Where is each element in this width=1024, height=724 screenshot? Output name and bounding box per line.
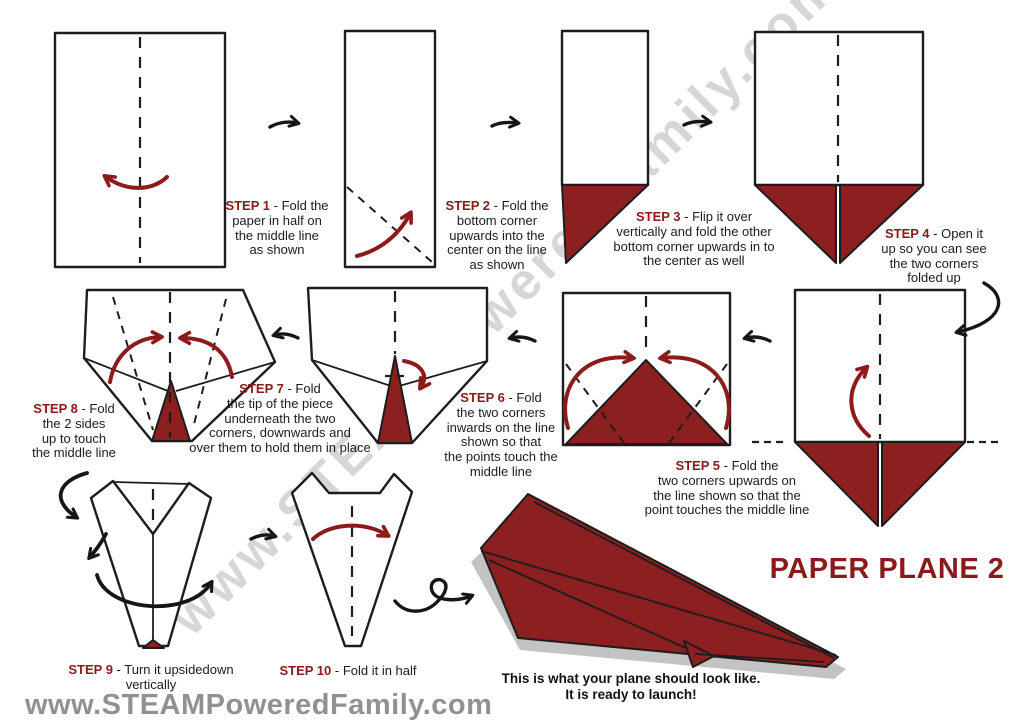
arrow-step3-to-step4 (682, 114, 713, 128)
step-10-label: STEP 10 (279, 663, 332, 678)
fig-step2-sheet (343, 29, 437, 269)
step-6-instruction: STEP 6 - Fold the two corners inwards on… (366, 390, 636, 480)
step-4-instruction: STEP 4 - Open it up so you can see the t… (799, 226, 1024, 286)
arrow-step7-flow (271, 326, 300, 340)
step-2-instruction: STEP 2 - Fold the bottom corner upwards … (362, 198, 632, 273)
step-7-text: - Fold the tip of the piece underneath t… (189, 381, 371, 456)
step-2-text: - Fold the bottom corner upwards into th… (447, 198, 549, 273)
step-2-label: STEP 2 (445, 198, 490, 213)
step-3-label: STEP 3 (635, 209, 681, 224)
final-plane-caption: This is what your plane should look like… (501, 671, 761, 702)
fig-step1-sheet (53, 31, 227, 269)
arrow-step2-to-step3 (490, 115, 521, 129)
step-5-label: STEP 5 (675, 458, 720, 473)
step-7-instruction: STEP 7 - Fold the tip of the piece under… (145, 381, 415, 456)
rotate-arrow-mid (87, 532, 108, 561)
fig-step10-sheet (290, 471, 414, 648)
arrow-folded-up-pointer (954, 281, 1001, 337)
step-9-instruction: STEP 9 - Turn it upsidedown vertically (16, 662, 286, 693)
fig-finished-plane (471, 493, 846, 679)
step-3-instruction: STEP 3 - Flip it over vertically and fol… (559, 209, 829, 269)
rotate-arrow-bottom (95, 573, 214, 609)
page-title: PAPER PLANE 2 (769, 553, 1005, 585)
arrow-step5-flow (742, 329, 772, 343)
fig-step8-sheet (82, 288, 277, 443)
step-6-label: STEP 6 (460, 390, 505, 405)
rotate-arrow-top (58, 471, 89, 520)
arrow-step1-to-step2 (268, 114, 301, 129)
step-1-text: - Fold the paper in half on the middle l… (232, 198, 329, 258)
fig-step7-sheet (306, 286, 489, 445)
fig-step9-sheet (58, 471, 214, 649)
step-4-label: STEP 4 (884, 226, 930, 241)
step-3-text: - Flip it over vertically and fold the o… (613, 209, 775, 269)
step-6-text: - Fold the two corners inwards on the li… (444, 390, 558, 479)
step-10-instruction: STEP 10 - Fold it in half (213, 663, 483, 679)
step-10-text: - Fold it in half (334, 663, 417, 678)
arrow-step6-flow (507, 329, 537, 343)
step-8-text: - Fold the 2 sides up to touch the middl… (32, 401, 116, 461)
arrow-loop-to-plane (393, 577, 475, 613)
step-8-instruction: STEP 8 - Fold the 2 sides up to touch th… (0, 401, 209, 461)
step-7-label: STEP 7 (239, 381, 284, 396)
fig-step4-sheet (753, 30, 925, 264)
step-5-text: - Fold the two corners upwards on the li… (644, 458, 810, 518)
step-8-label: STEP 8 (33, 401, 78, 416)
step-4-text: - Open it up so you can see the two corn… (881, 226, 987, 286)
fig-step3-sheet (560, 29, 650, 264)
step-1-label: STEP 1 (225, 198, 270, 213)
step-1-instruction: STEP 1 - Fold the paper in half on the m… (142, 198, 412, 258)
step-9-label: STEP 9 (68, 662, 113, 677)
fig-step5-sheet (752, 281, 1001, 527)
watermark-footer: www.STEAMPoweredFamily.com (25, 689, 493, 721)
step-5-instruction: STEP 5 - Fold the two corners upwards on… (592, 458, 862, 518)
arrow-step9-to-step10 (249, 527, 278, 541)
fig-step6-sheet (561, 291, 732, 447)
step-9-text: - Turn it upsidedown vertically (116, 662, 234, 692)
